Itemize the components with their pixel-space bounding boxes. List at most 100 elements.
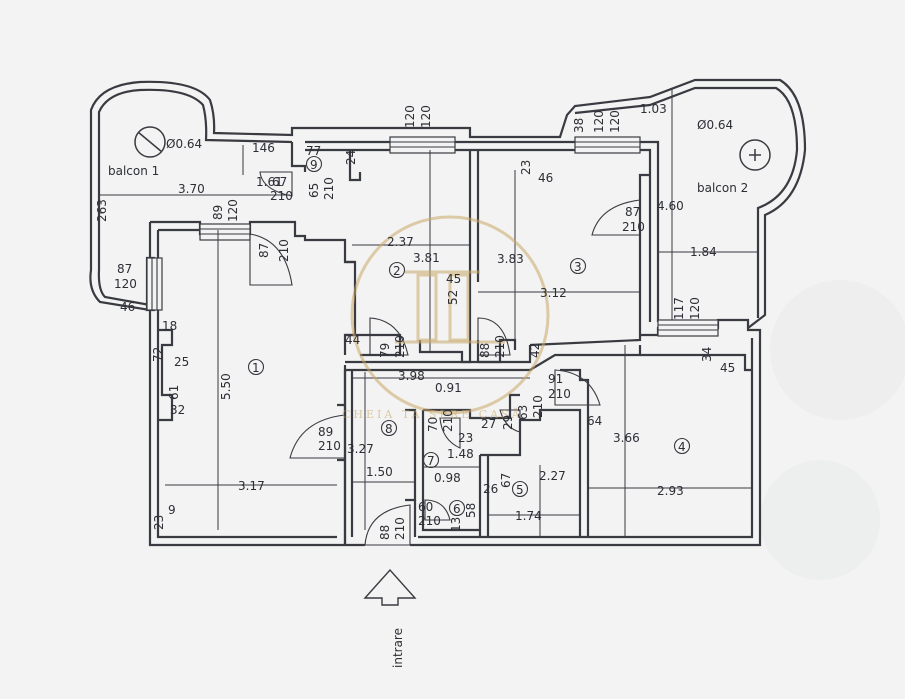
dim-label: 45 bbox=[720, 361, 735, 375]
dim-label: 24 bbox=[344, 150, 358, 165]
drain-balcony-2-icon bbox=[739, 139, 771, 171]
dim-label: 3.17 bbox=[238, 479, 265, 493]
dim-label: 210 bbox=[393, 517, 407, 540]
dim-label: 45 bbox=[446, 272, 461, 286]
room-number-9: 9 bbox=[310, 158, 318, 172]
drain-balcony-1-icon bbox=[134, 126, 166, 158]
dim-label: 58 bbox=[464, 503, 478, 518]
dim-label: 210 bbox=[441, 409, 455, 432]
balcony-2-inner bbox=[574, 86, 799, 318]
dim-label: 25 bbox=[174, 355, 189, 369]
room-number-7: 7 bbox=[427, 454, 435, 468]
dim-label: 210 bbox=[622, 220, 645, 234]
room-number-1: 1 bbox=[252, 361, 260, 375]
dim-label: 210 bbox=[548, 387, 571, 401]
dim-label: 91 bbox=[548, 372, 563, 386]
balcony-1-diameter: Ø0.64 bbox=[166, 137, 202, 151]
dim-label: 210 bbox=[322, 177, 336, 200]
dim-label: 18 bbox=[162, 319, 177, 333]
balcony-2-diameter: Ø0.64 bbox=[697, 118, 733, 132]
dim-label: 0.98 bbox=[434, 471, 461, 485]
dim-label: 1.48 bbox=[447, 447, 474, 461]
dim-label: 3.12 bbox=[540, 286, 567, 300]
dim-label: 1.84 bbox=[690, 245, 717, 259]
dim-label: 146 bbox=[252, 141, 275, 155]
dim-label: 87 bbox=[117, 262, 132, 276]
dim-label: 26 bbox=[483, 482, 498, 496]
window-top-2 bbox=[574, 136, 641, 154]
dim-label: 23 bbox=[458, 431, 473, 445]
dim-label: 23 bbox=[519, 160, 533, 175]
balcony-2-label: balcon 2 bbox=[697, 181, 748, 195]
dim-label: 72 bbox=[151, 347, 165, 362]
doors bbox=[249, 171, 641, 546]
dim-label: 87 bbox=[257, 243, 271, 258]
dim-label: 1.03 bbox=[640, 102, 667, 116]
window-top-1 bbox=[389, 136, 456, 154]
door-room-1 bbox=[249, 233, 293, 286]
watermark-logo: CHEIA TA SPRE CASĂ bbox=[342, 215, 550, 421]
dim-label: 2.93 bbox=[657, 484, 684, 498]
dim-label: 120 bbox=[403, 105, 417, 128]
balcony-1-inner bbox=[97, 88, 293, 307]
dim-label: 9 bbox=[168, 503, 176, 517]
dim-label: 61 bbox=[167, 385, 181, 400]
door-room-7 bbox=[439, 417, 461, 449]
dim-label: 65 bbox=[307, 183, 321, 198]
apartment-outline bbox=[150, 220, 357, 355]
dim-label: 2.37 bbox=[387, 235, 414, 249]
dim-label: 64 bbox=[587, 414, 602, 428]
dim-label: 120 bbox=[114, 277, 137, 291]
dim-label: 13 bbox=[449, 517, 463, 532]
dim-label: 67 bbox=[272, 175, 287, 189]
dim-label: 88 bbox=[478, 343, 492, 358]
dim-label: 38 bbox=[572, 118, 586, 133]
dim-label: 89 bbox=[318, 425, 333, 439]
dim-label: 3.27 bbox=[347, 442, 374, 456]
window-balcony-1-left bbox=[146, 257, 163, 311]
dim-label: 210 bbox=[418, 514, 441, 528]
dim-label: 88 bbox=[378, 525, 392, 540]
dim-label: 210 bbox=[393, 335, 407, 358]
balcony-1-label: balcon 1 bbox=[108, 164, 159, 178]
dim-label: 120 bbox=[419, 105, 433, 128]
dim-label: 44 bbox=[345, 333, 360, 347]
dim-label: 60 bbox=[418, 500, 433, 514]
dim-label: 63 bbox=[516, 405, 530, 420]
door-room-2 bbox=[369, 317, 409, 356]
dim-label: 2.27 bbox=[539, 469, 566, 483]
dim-label: 210 bbox=[531, 395, 545, 418]
door-room-5 bbox=[499, 409, 521, 433]
dim-label: 120 bbox=[226, 199, 240, 222]
dim-label: 89 bbox=[211, 205, 225, 220]
dim-label: 263 bbox=[95, 199, 109, 222]
dim-label: 67 bbox=[499, 473, 513, 488]
room-number-3: 3 bbox=[574, 260, 582, 274]
dim-label: 1.50 bbox=[366, 465, 393, 479]
dim-label: 46 bbox=[538, 171, 553, 185]
dim-label: 3.83 bbox=[497, 252, 524, 266]
room-number-4: 4 bbox=[678, 440, 686, 454]
dim-label: 52 bbox=[446, 290, 460, 305]
dim-label: 3.81 bbox=[413, 251, 440, 265]
dim-label: 46 bbox=[120, 300, 135, 314]
dim-label: 210 bbox=[318, 439, 341, 453]
watermark-text: CHEIA TA SPRE CASĂ bbox=[342, 407, 523, 421]
room-number-8: 8 bbox=[385, 422, 393, 436]
door-room-3 bbox=[477, 317, 511, 356]
dim-label: 117 bbox=[672, 297, 686, 320]
dim-label: 1.61 bbox=[256, 175, 283, 189]
dim-label: 210 bbox=[277, 239, 291, 262]
labels: Ø0.64 balcon 1 Ø0.64 balcon 2 3.70 1.61 … bbox=[95, 102, 748, 540]
entrance-arrow-icon: intrare bbox=[363, 568, 417, 668]
dim-label: 29 bbox=[501, 415, 515, 430]
dimension-lines bbox=[100, 88, 758, 537]
dim-label: 23 bbox=[152, 515, 166, 530]
room-number-2: 2 bbox=[393, 264, 401, 278]
door-balcony-2 bbox=[591, 199, 641, 236]
dim-label: 4.60 bbox=[657, 199, 684, 213]
door-entrance bbox=[364, 504, 411, 546]
dim-label: 0.91 bbox=[435, 381, 462, 395]
window-room-4 bbox=[657, 319, 719, 337]
